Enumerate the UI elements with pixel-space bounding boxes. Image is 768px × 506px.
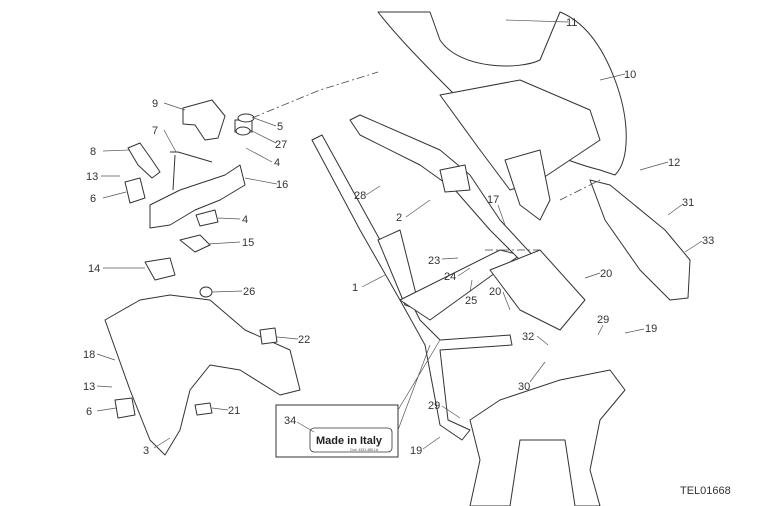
callout-3: 3 bbox=[143, 445, 149, 457]
callout-14: 14 bbox=[88, 263, 100, 275]
callout-9: 9 bbox=[152, 98, 158, 110]
callout-18: 18 bbox=[83, 349, 95, 361]
callout-30: 30 bbox=[518, 381, 530, 393]
callout-25: 25 bbox=[465, 295, 477, 307]
callout-12: 12 bbox=[668, 157, 680, 169]
made-in-italy-text: Made in Italy bbox=[316, 435, 383, 447]
drawing-code: TEL01668 bbox=[680, 485, 731, 497]
callout-31: 31 bbox=[682, 197, 694, 209]
callout-27: 27 bbox=[275, 139, 287, 151]
callout-4b: 4 bbox=[242, 214, 248, 226]
callout-20: 20 bbox=[600, 268, 612, 280]
made-in-italy-label-part bbox=[309, 427, 393, 453]
callout-8: 8 bbox=[90, 146, 96, 158]
callout-16: 16 bbox=[276, 179, 288, 191]
callout-20b: 20 bbox=[489, 286, 501, 298]
leader-lines bbox=[96, 19, 703, 450]
callout-13b: 13 bbox=[83, 381, 95, 393]
callout-19: 19 bbox=[645, 323, 657, 335]
rear-subframe-part bbox=[311, 134, 521, 441]
main-frame-part bbox=[469, 369, 626, 506]
callout-labels: 11 10 12 31 33 5 27 4 16 9 7 8 13 6 4 15… bbox=[83, 17, 714, 457]
callout-29b: 29 bbox=[428, 400, 440, 412]
callout-21: 21 bbox=[228, 405, 240, 417]
callout-26: 26 bbox=[243, 286, 255, 298]
callout-7: 7 bbox=[152, 125, 158, 137]
callout-22: 22 bbox=[298, 334, 310, 346]
callout-19b: 19 bbox=[410, 445, 422, 457]
made-in-italy-code: Cod. 4331.485.1A bbox=[350, 448, 379, 452]
callout-33: 33 bbox=[702, 235, 714, 247]
callout-10: 10 bbox=[624, 69, 636, 81]
callout-15: 15 bbox=[242, 237, 254, 249]
callout-1: 1 bbox=[352, 282, 358, 294]
callout-17: 17 bbox=[487, 194, 499, 206]
callout-2: 2 bbox=[396, 212, 402, 224]
callout-34: 34 bbox=[284, 415, 296, 427]
callout-5: 5 bbox=[277, 121, 283, 133]
callout-11: 11 bbox=[566, 17, 577, 29]
side-cover-part bbox=[589, 179, 691, 301]
tail-section-part bbox=[377, 11, 627, 221]
callout-29: 29 bbox=[597, 314, 609, 326]
callout-28: 28 bbox=[354, 190, 366, 202]
callout-13: 13 bbox=[86, 171, 98, 183]
callout-6b: 6 bbox=[86, 406, 92, 418]
callout-23: 23 bbox=[428, 255, 440, 267]
callout-32: 32 bbox=[522, 331, 534, 343]
left-components bbox=[104, 99, 301, 456]
callout-4: 4 bbox=[274, 157, 280, 169]
callout-24: 24 bbox=[444, 271, 456, 283]
callout-6: 6 bbox=[90, 193, 96, 205]
